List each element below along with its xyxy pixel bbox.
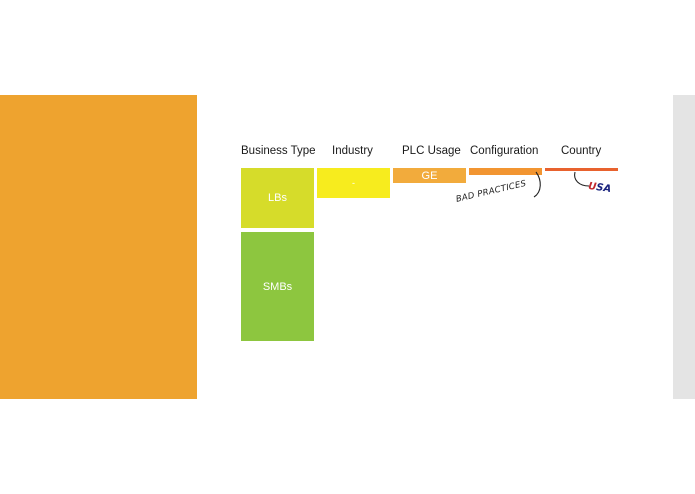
block-industry-label: - <box>352 178 355 188</box>
left-orange-panel <box>0 95 197 399</box>
usa-letter-a: A <box>602 183 612 196</box>
block-lbs: LBs <box>241 168 314 228</box>
header-country: Country <box>561 145 602 157</box>
block-plc-usage: GE <box>393 168 466 183</box>
block-configuration <box>469 168 542 175</box>
usa-connector <box>574 171 590 187</box>
block-plc-usage-label: GE <box>421 169 438 182</box>
bad-practices-connector <box>533 171 541 198</box>
block-industry: - <box>317 168 390 198</box>
block-lbs-label: LBs <box>268 192 287 204</box>
header-business-type: Business Type <box>241 145 316 157</box>
block-smbs: SMBs <box>241 232 314 341</box>
header-plc-usage: PLC Usage <box>402 145 461 157</box>
header-configuration: Configuration <box>470 145 539 157</box>
block-smbs-label: SMBs <box>262 280 293 293</box>
header-industry: Industry <box>332 145 373 157</box>
block-country <box>545 168 618 171</box>
right-gray-strip <box>673 95 695 399</box>
